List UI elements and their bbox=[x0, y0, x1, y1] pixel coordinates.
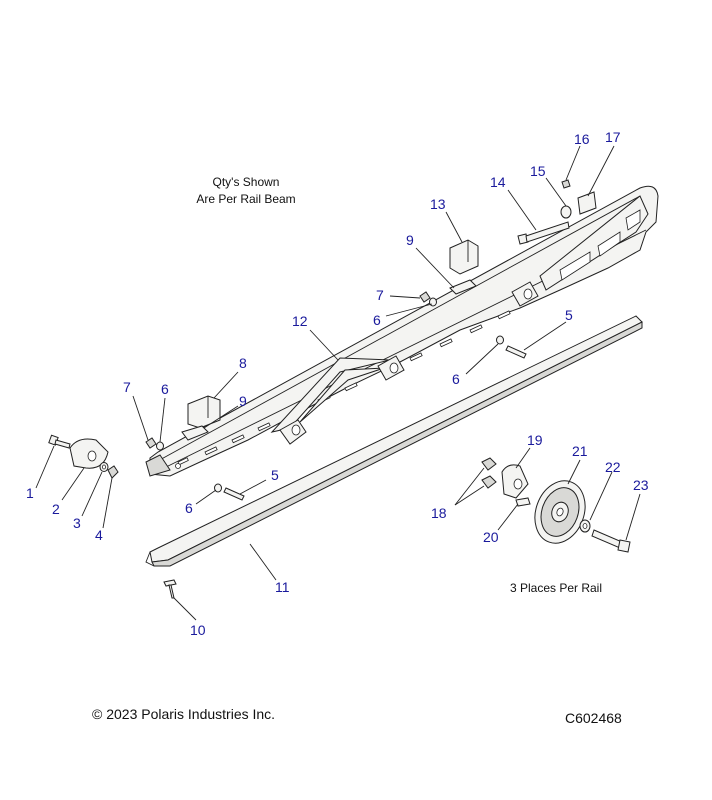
callout-12: 12 bbox=[292, 313, 308, 329]
callout-7-upper: 7 bbox=[376, 287, 384, 303]
slide-strip bbox=[145, 315, 643, 567]
quantity-note-line1: Qty's Shown bbox=[212, 175, 280, 189]
callout-21: 21 bbox=[572, 443, 588, 459]
callout-15: 15 bbox=[530, 163, 546, 179]
part-19-axle-block bbox=[501, 464, 529, 499]
part-3-washer bbox=[99, 462, 109, 472]
callout-5-right: 5 bbox=[565, 307, 573, 323]
part-5-bolt-right bbox=[505, 345, 527, 359]
beam-bosses bbox=[279, 281, 539, 445]
callout-16: 16 bbox=[574, 131, 590, 147]
callout-22: 22 bbox=[605, 459, 621, 475]
diagram-code: C602468 bbox=[565, 710, 622, 726]
part-9-clip-front bbox=[181, 425, 209, 441]
callout-10: 10 bbox=[190, 622, 206, 638]
part-9-clip-upper bbox=[449, 279, 477, 295]
callout-6-mid: 6 bbox=[185, 500, 193, 516]
places-note: 3 Places Per Rail bbox=[509, 581, 603, 595]
part-23-bolt bbox=[591, 529, 631, 553]
callout-17: 17 bbox=[605, 129, 621, 145]
callout-20: 20 bbox=[483, 529, 499, 545]
callout-3: 3 bbox=[73, 515, 81, 531]
callout-23: 23 bbox=[633, 477, 649, 493]
part-13-block bbox=[449, 239, 479, 275]
callout-11: 11 bbox=[275, 579, 290, 595]
quantity-note-line2: Are Per Rail Beam bbox=[196, 192, 296, 206]
part-15-spacer bbox=[560, 205, 572, 219]
callout-13: 13 bbox=[430, 196, 446, 212]
callout-8: 8 bbox=[239, 355, 247, 371]
part-18-nuts bbox=[481, 457, 497, 489]
part-2-bumper bbox=[69, 438, 109, 469]
part-6-washer-mid bbox=[214, 483, 222, 493]
quantity-note: Qty's Shown Are Per Rail Beam bbox=[180, 174, 312, 208]
rail-beam bbox=[145, 185, 659, 477]
callout-1: 1 bbox=[26, 485, 34, 501]
callout-6-right: 6 bbox=[452, 371, 460, 387]
callout-9-upper: 9 bbox=[406, 232, 414, 248]
part-22-washer bbox=[579, 519, 591, 533]
callout-5-mid: 5 bbox=[271, 467, 279, 483]
leader-lines bbox=[35, 145, 641, 621]
callout-6-upper: 6 bbox=[373, 312, 381, 328]
part-1-bolt bbox=[48, 434, 71, 449]
callout-14: 14 bbox=[490, 174, 506, 190]
part-10-screw bbox=[163, 579, 177, 599]
callout-4: 4 bbox=[95, 527, 103, 543]
part-7-nut-upper bbox=[419, 291, 431, 303]
part-7-nut-front bbox=[145, 437, 157, 449]
part-20-bolt bbox=[515, 497, 531, 507]
copyright: © 2023 Polaris Industries Inc. bbox=[92, 706, 276, 722]
part-5-bolt-mid bbox=[223, 487, 245, 501]
callout-19: 19 bbox=[527, 432, 543, 448]
part-6-washer-right bbox=[496, 335, 504, 345]
part-6-washer-front bbox=[156, 441, 164, 451]
part-14-bolt bbox=[517, 221, 570, 245]
callout-7-front: 7 bbox=[123, 379, 131, 395]
callout-9-front: 9 bbox=[239, 393, 247, 409]
callout-18: 18 bbox=[431, 505, 447, 521]
callout-2: 2 bbox=[52, 501, 60, 517]
callout-6-front: 6 bbox=[161, 381, 169, 397]
part-16-screw bbox=[561, 179, 571, 189]
part-21-idler-wheel bbox=[534, 480, 586, 544]
part-17-bracket bbox=[577, 191, 597, 215]
part-8-block bbox=[187, 395, 221, 429]
part-4-nut bbox=[107, 465, 119, 479]
callouts: 1 2 3 4 7 6 8 9 6 5 12 7 6 9 13 14 15 16… bbox=[26, 129, 649, 638]
